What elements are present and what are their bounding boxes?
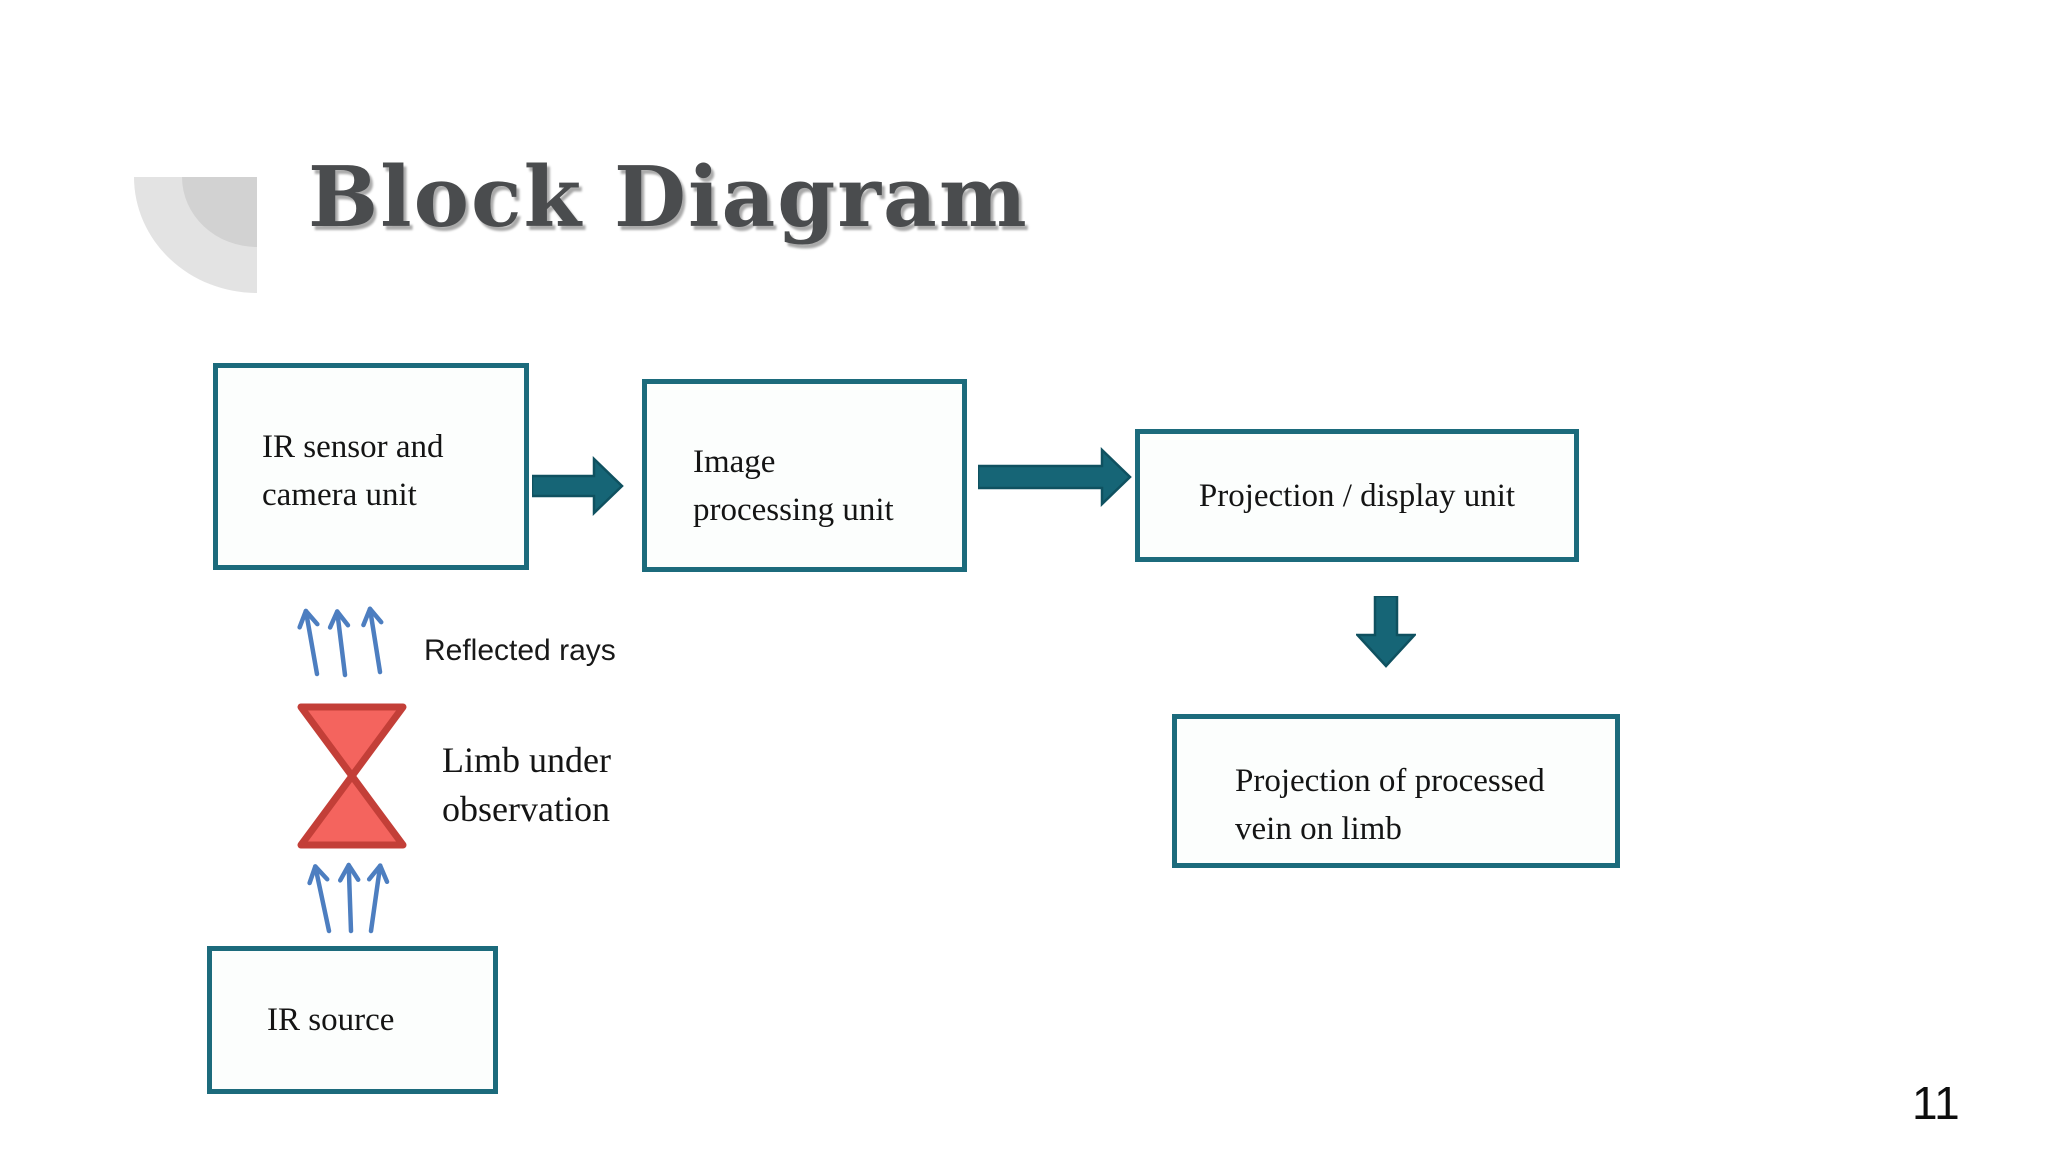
box-image-processing: Image processing unit (642, 379, 967, 572)
source-rays-up-arrows-icon (307, 862, 390, 934)
box-ir-sensor-camera-line1: IR sensor and (262, 428, 444, 465)
box-ir-sensor-camera-line2: camera unit (262, 476, 417, 513)
reflected-rays-up-arrows-icon (297, 606, 384, 678)
box-image-processing-line2: processing unit (693, 491, 894, 528)
box-ir-sensor-camera: IR sensor and camera unit (213, 363, 529, 570)
box-projection-of-vein-line2: vein on limb (1235, 811, 1402, 847)
reflected-rays-label: Reflected rays (424, 634, 616, 667)
page-title: Block Diagram (308, 148, 1029, 246)
box-projection-of-vein-line1: Projection of processed (1235, 763, 1545, 799)
limb-label-line2: observation (442, 789, 610, 829)
limb-under-observation-label: Limb under observation (442, 736, 611, 834)
slide-page-number: 11 (1912, 1077, 1960, 1129)
right-arrow-icon (532, 456, 624, 516)
box-ir-source: IR source (207, 946, 498, 1094)
right-arrow-icon (978, 447, 1132, 507)
box-projection-of-vein: Projection of processed vein on limb (1172, 714, 1620, 868)
box-image-processing-line1: Image (693, 443, 776, 480)
limb-bowtie-icon (297, 703, 407, 849)
down-arrow-icon (1356, 596, 1416, 668)
limb-label-line1: Limb under (442, 740, 611, 780)
box-ir-source-line1: IR source (267, 1002, 395, 1038)
box-projection-display-line1: Projection / display unit (1198, 477, 1516, 514)
box-projection-display: Projection / display unit (1135, 429, 1579, 562)
